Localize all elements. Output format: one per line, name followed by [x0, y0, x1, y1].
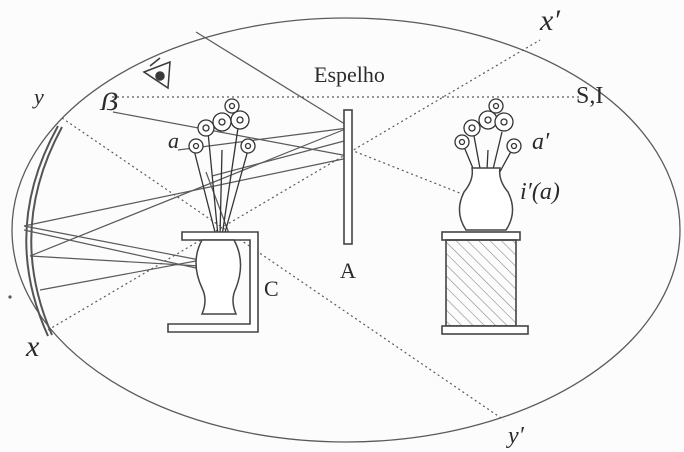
eye-icon [142, 57, 171, 90]
vase-icon [195, 239, 242, 315]
label-a-prime: a′ [532, 129, 550, 155]
flower-bouquet-icon [188, 98, 256, 237]
image-stand-top [441, 231, 521, 241]
ray-mirror-3 [211, 139, 349, 177]
ray-stem [205, 171, 231, 237]
label-x-prime: x′ [540, 4, 560, 37]
mirror-title: Espelho [314, 62, 385, 87]
ray-mirror-1 [29, 127, 349, 257]
concave-mirror-inner [30, 126, 63, 336]
ray-reflect-2 [23, 229, 197, 269]
focus-dot [8, 295, 12, 299]
label-a: a [168, 128, 179, 153]
label-y: y [34, 84, 44, 109]
ray-reflect-1 [23, 225, 211, 263]
axis-y-yprime [61, 117, 505, 421]
ray-top [195, 31, 349, 127]
boundary-ellipse [11, 17, 681, 443]
image-bouquet-icon [454, 98, 522, 191]
image-stand-body [445, 239, 517, 327]
image-vase [458, 167, 514, 231]
ray-reflect-4 [39, 257, 213, 291]
plane-mirror-A [343, 109, 353, 245]
label-x: x [26, 330, 40, 363]
ray-source-1 [112, 111, 349, 157]
label-y-prime: y′ [508, 423, 524, 449]
ray-reflect-3 [29, 255, 201, 267]
label-s-i: S,I [576, 83, 604, 109]
ray-a-1 [177, 127, 349, 151]
label-C: C [264, 276, 279, 301]
source-glyph: ẞ [99, 87, 118, 116]
image-stand-base [441, 325, 529, 335]
ray-to-image [345, 147, 491, 206]
label-mirror-A: A [340, 258, 356, 283]
ray-mirror-2 [23, 157, 349, 227]
label-i-prime-a: i′(a) [520, 179, 560, 205]
axis-x-xprime [47, 39, 541, 331]
